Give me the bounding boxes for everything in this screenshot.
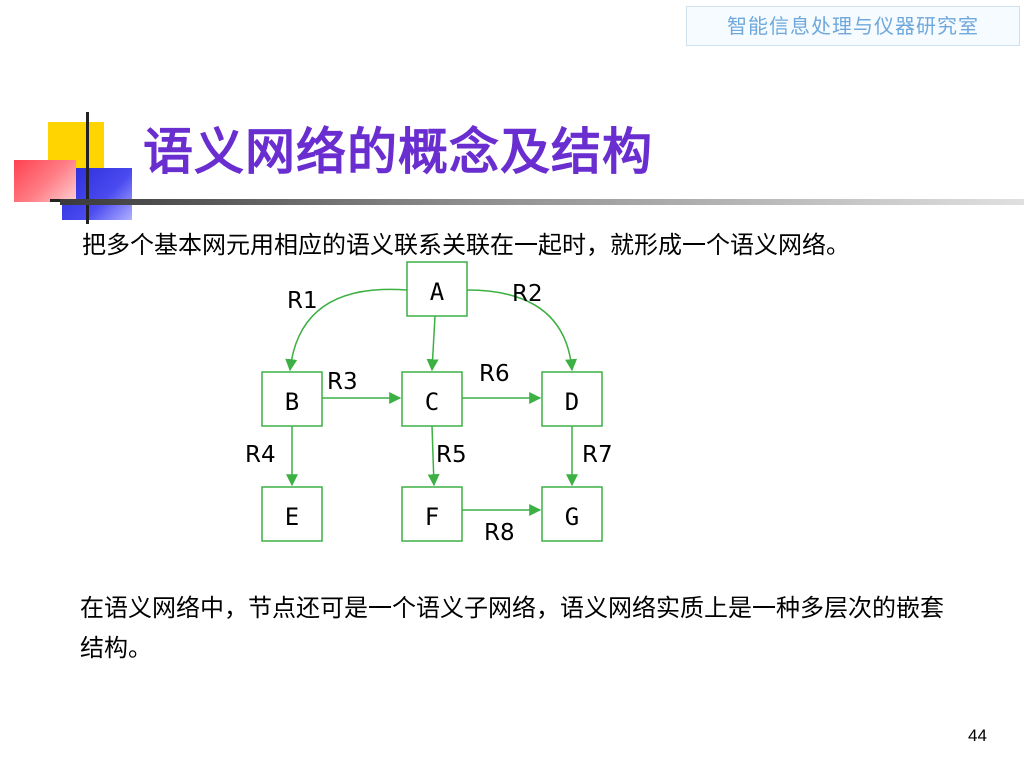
decorative-red-square <box>14 160 76 202</box>
slide-title: 语义网络的概念及结构 <box>143 122 653 181</box>
node-label-g: G <box>565 503 579 531</box>
node-label-a: A <box>430 278 445 306</box>
edge-label-r5: R5 <box>436 442 467 468</box>
node-e <box>261 486 323 542</box>
node-label-e: E <box>285 503 299 531</box>
edge-c-f <box>427 425 440 487</box>
edge-label-r2: R2 <box>512 281 543 307</box>
node-label-c: C <box>425 388 439 416</box>
node-c <box>401 371 463 427</box>
node-label-b: B <box>285 388 299 416</box>
decorative-vertical-line <box>86 112 89 224</box>
edge-label-r7: R7 <box>582 442 613 468</box>
edge-a-d <box>466 289 578 372</box>
node-d <box>541 371 603 427</box>
node-label-d: D <box>565 388 579 416</box>
edge-label-r6: R6 <box>479 361 510 387</box>
page-number: 44 <box>968 726 987 745</box>
edge-label-r8: R8 <box>484 520 515 546</box>
edge-a-b <box>285 288 408 372</box>
edge-label-r3: R3 <box>327 369 358 395</box>
node-g <box>541 486 603 542</box>
edge-label-r1: R1 <box>287 288 318 314</box>
node-f <box>401 486 463 542</box>
node-b <box>261 371 323 427</box>
lab-name-header: 智能信息处理与仪器研究室 <box>686 6 1020 46</box>
title-underline <box>60 199 1024 205</box>
intro-paragraph: 把多个基本网元用相应的语义联系关联在一起时，就形成一个语义网络。 <box>82 231 850 259</box>
edge-label-r4: R4 <box>245 442 276 468</box>
nested-structure-paragraph: 在语义网络中，节点还可是一个语义子网络，语义网络实质上是一种多层次的嵌套结构。 <box>80 594 944 662</box>
node-a <box>406 261 468 317</box>
edge-a-c <box>426 315 439 372</box>
node-label-f: F <box>425 503 439 531</box>
